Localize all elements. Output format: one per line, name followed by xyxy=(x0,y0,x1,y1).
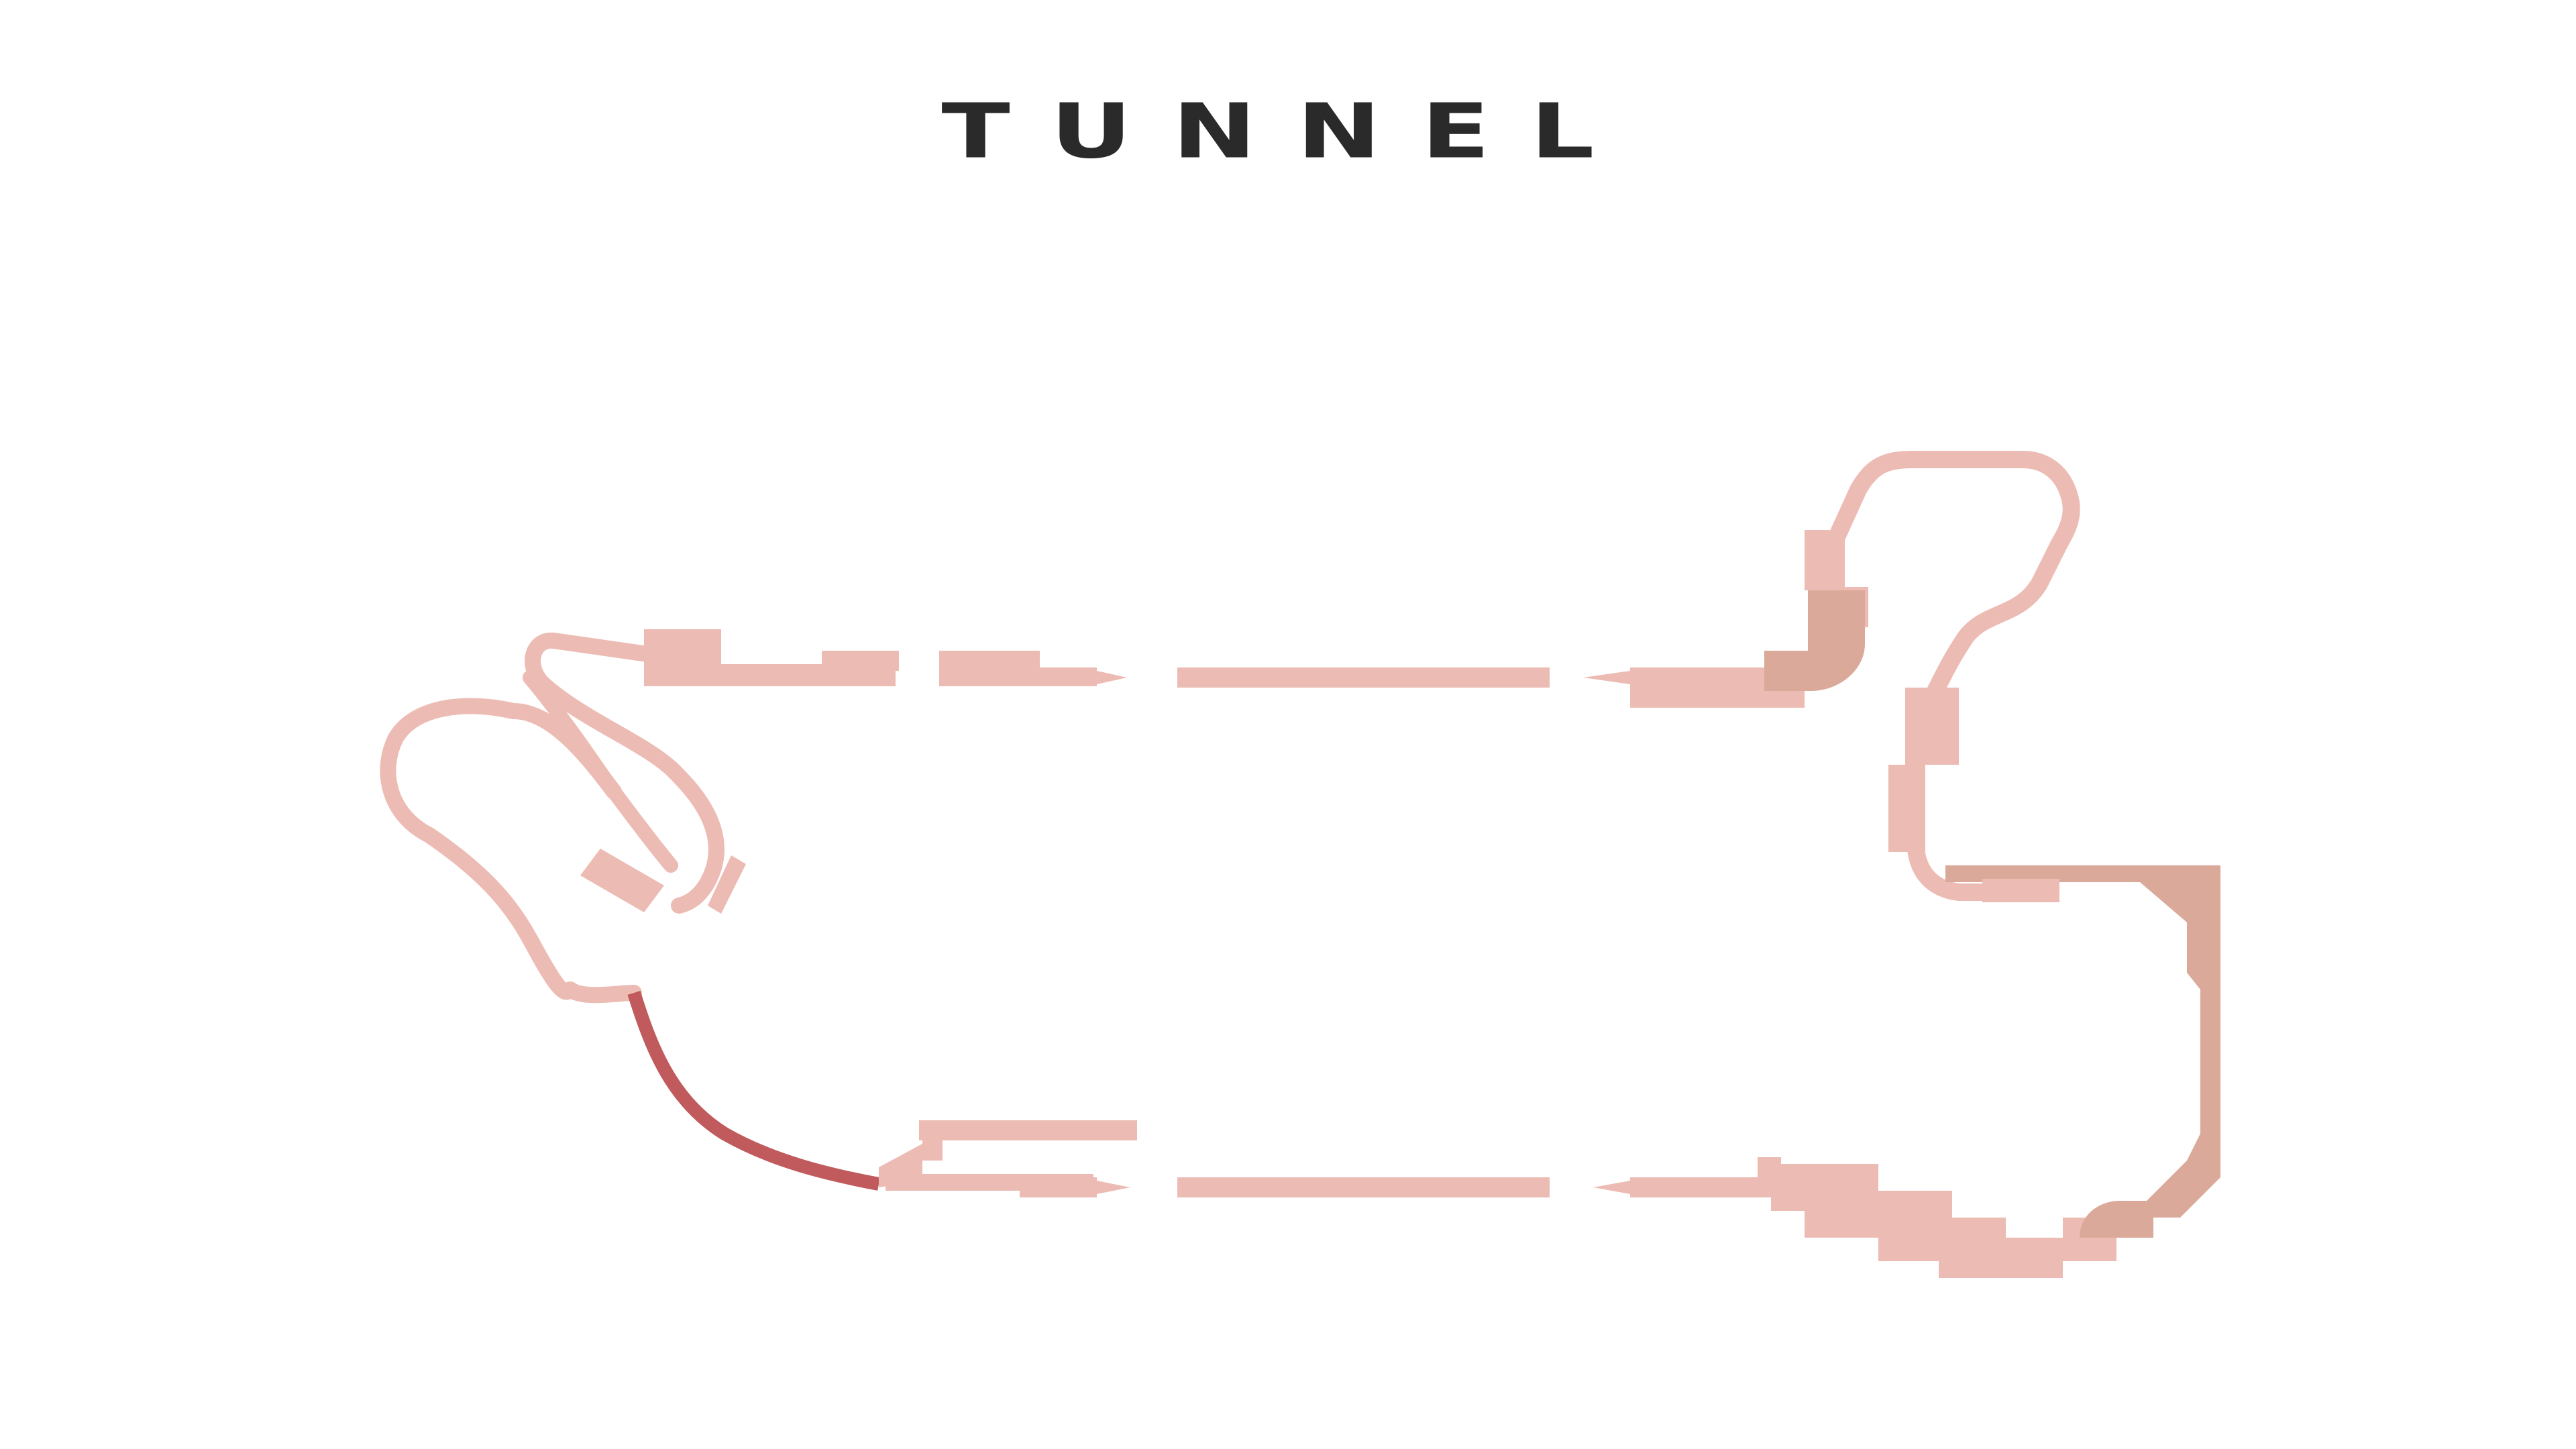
bottom-block-4 xyxy=(1020,1177,1097,1197)
bottom-taper-2 xyxy=(1593,1181,1630,1194)
track-left-chicane xyxy=(580,849,746,914)
track-upper-right-complex xyxy=(1764,530,1959,765)
bottom-dash-1 xyxy=(1177,1177,1550,1197)
track-top-straight xyxy=(644,629,1805,708)
track-upper-right-loop xyxy=(1816,451,2080,700)
top-dash-1 xyxy=(1177,667,1550,688)
bottom-block-5 xyxy=(1630,1177,1778,1197)
ur-block-1 xyxy=(1805,530,1845,590)
track-left-loop xyxy=(380,698,642,1004)
top-block-3 xyxy=(822,651,899,671)
right-sector-outline xyxy=(1945,865,2220,1218)
bottom-taper-1 xyxy=(1097,1181,1130,1194)
br-stepped-1 xyxy=(1771,1164,2116,1278)
top-taper-2 xyxy=(1583,671,1630,684)
track-bottom-right-complex xyxy=(1758,1157,2153,1278)
ur-corner xyxy=(1764,590,1865,691)
top-block-5 xyxy=(939,667,1097,686)
map-title: TUNNEL xyxy=(941,88,1635,176)
right-descent-block xyxy=(1888,765,1925,852)
bottom-block-2 xyxy=(922,1140,943,1161)
br-corner xyxy=(2080,1201,2153,1238)
track-top-left-hairpin xyxy=(525,632,724,914)
bottom-block-1 xyxy=(919,1120,1137,1140)
right-sector-block xyxy=(1982,879,2059,902)
chicane-block-2 xyxy=(708,855,746,914)
chicane-block-1 xyxy=(580,849,664,912)
track-bottom-straight xyxy=(879,1120,1778,1197)
top-block-1 xyxy=(644,629,721,686)
ur-block-3 xyxy=(1905,688,1959,765)
track-highlight-sector xyxy=(627,991,880,1191)
track-right-sector xyxy=(1945,865,2220,1218)
top-taper-1 xyxy=(1097,671,1127,684)
